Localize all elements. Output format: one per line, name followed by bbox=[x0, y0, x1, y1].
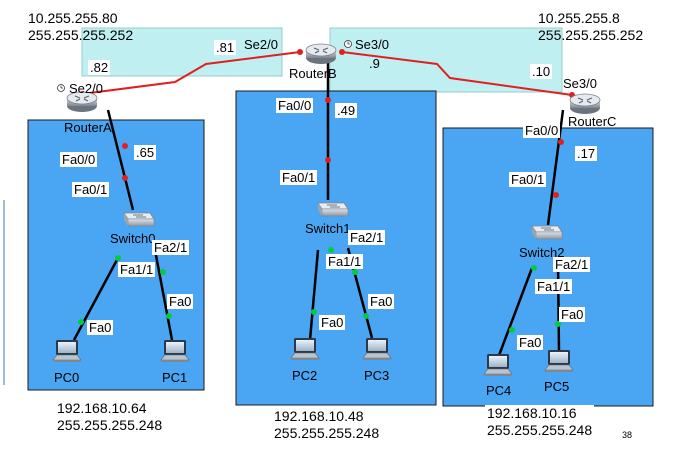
pc2-port: Fa0 bbox=[319, 315, 346, 330]
wan-bc-address: 10.255.255.8 bbox=[538, 10, 620, 26]
wan-area-bc bbox=[329, 27, 563, 93]
router-b-se20-port: Se2/0 bbox=[244, 37, 278, 52]
pc5-name: PC5 bbox=[544, 379, 570, 394]
lan-area-c bbox=[442, 127, 654, 407]
pc4-icon[interactable] bbox=[483, 353, 513, 377]
clock-icon bbox=[344, 40, 352, 48]
switch-b-name: Switch1 bbox=[305, 221, 351, 236]
router-b-se30-host: .9 bbox=[369, 56, 380, 71]
pc0-icon[interactable] bbox=[52, 339, 82, 363]
switch-b-port-right: Fa2/1 bbox=[348, 230, 386, 245]
pc0-name: PC0 bbox=[54, 370, 80, 385]
pc3-port: Fa0 bbox=[368, 294, 395, 309]
lan-c-mask: 255.255.255.248 bbox=[487, 422, 593, 438]
router-b-lan-host: .49 bbox=[335, 103, 358, 118]
router-b-icon[interactable] bbox=[305, 43, 337, 65]
pc4-port: Fa0 bbox=[517, 335, 544, 350]
switch-c-port-right: Fa2/1 bbox=[553, 257, 591, 272]
ethernet-links bbox=[72, 60, 565, 359]
serial-link-ab bbox=[81, 51, 301, 95]
lan-c-address: 192.168.10.16 bbox=[487, 405, 577, 421]
switch-b-icon[interactable] bbox=[317, 202, 349, 217]
switch-a-name: Switch0 bbox=[110, 231, 156, 246]
router-c-serial-port: Se3/0 bbox=[563, 76, 597, 91]
router-b-se20-host: .81 bbox=[214, 40, 237, 55]
router-a-name: RouterA bbox=[64, 120, 112, 135]
router-a-serial-port: Se2/0 bbox=[69, 81, 103, 96]
pc2-name: PC2 bbox=[292, 368, 318, 383]
router-a-lan-host: .65 bbox=[134, 145, 157, 160]
router-b-se30-port: Se3/0 bbox=[355, 37, 389, 52]
lan-b-mask: 255.255.255.248 bbox=[274, 425, 380, 441]
lan-b-address: 192.168.10.48 bbox=[274, 408, 364, 424]
router-c-icon[interactable] bbox=[569, 93, 601, 115]
pc3-icon[interactable] bbox=[362, 337, 392, 361]
pc5-icon[interactable] bbox=[544, 349, 574, 373]
router-b-name: RouterB bbox=[289, 66, 337, 81]
clock-icon bbox=[57, 84, 65, 92]
pc1-name: PC1 bbox=[162, 370, 188, 385]
lan-a-address: 192.168.10.64 bbox=[57, 400, 147, 416]
router-c-name: RouterC bbox=[568, 114, 617, 129]
pc1-port: Fa0 bbox=[167, 294, 194, 309]
wan-ab-address: 10.255.255.80 bbox=[28, 10, 118, 26]
router-a-fa00-port: Fa0/0 bbox=[60, 152, 98, 167]
pc4-name: PC4 bbox=[486, 383, 512, 398]
serial-link-bc bbox=[341, 51, 573, 96]
switch-b-uplink: Fa0/1 bbox=[280, 170, 318, 185]
router-c-fa00-port: Fa0/0 bbox=[523, 123, 561, 138]
router-c-lan-host: .17 bbox=[575, 146, 598, 161]
switch-a-port-right: Fa2/1 bbox=[152, 240, 190, 255]
lan-a-mask: 255.255.255.248 bbox=[57, 417, 163, 433]
pc3-name: PC3 bbox=[364, 368, 390, 383]
switch-c-icon[interactable] bbox=[531, 225, 563, 240]
wan-bc-mask: 255.255.255.252 bbox=[538, 27, 644, 43]
pc2-icon[interactable] bbox=[290, 337, 320, 361]
pc5-port: Fa0 bbox=[559, 307, 586, 322]
switch-c-uplink: Fa0/1 bbox=[509, 172, 547, 187]
router-c-serial-host: .10 bbox=[530, 64, 553, 79]
wan-area-ab bbox=[81, 27, 283, 77]
router-a-serial-host: .82 bbox=[88, 60, 111, 75]
slide-number: 38 bbox=[621, 430, 632, 440]
port-indicators bbox=[78, 49, 575, 333]
pc1-icon[interactable] bbox=[160, 339, 190, 363]
switch-c-name: Switch2 bbox=[519, 245, 565, 260]
switch-b-port-left: Fa1/1 bbox=[326, 254, 364, 269]
lan-area-b bbox=[235, 90, 437, 406]
switch-a-port-left: Fa1/1 bbox=[118, 262, 156, 277]
pc0-port: Fa0 bbox=[87, 320, 114, 335]
router-b-fa00-port: Fa0/0 bbox=[276, 98, 314, 113]
wan-ab-mask: 255.255.255.252 bbox=[28, 27, 134, 43]
switch-c-port-left: Fa1/1 bbox=[535, 279, 573, 294]
switch-a-icon[interactable] bbox=[123, 212, 155, 227]
switch-a-uplink: Fa0/1 bbox=[72, 182, 110, 197]
